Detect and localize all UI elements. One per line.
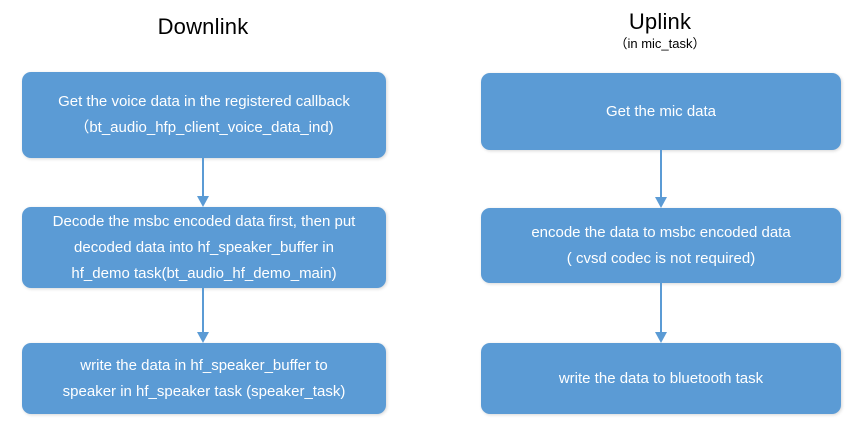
downlink-arrow-2-3	[195, 288, 211, 344]
uplink-step-2-box[interactable]: encode the data to msbc encoded data ( c…	[481, 208, 841, 283]
downlink-arrow-1-2	[195, 158, 211, 208]
uplink-arrow-2-3	[653, 283, 669, 344]
uplink-step-1-box[interactable]: Get the mic data	[481, 73, 841, 150]
uplink-column-subtitle: （in mic_task）	[614, 36, 706, 51]
downlink-step-2-box[interactable]: Decode the msbc encoded data first, then…	[22, 207, 386, 288]
downlink-step-1-box[interactable]: Get the voice data in the registered cal…	[22, 72, 386, 158]
uplink-arrow-1-2	[653, 150, 669, 209]
downlink-step-3-box[interactable]: write the data in hf_speaker_buffer to s…	[22, 343, 386, 414]
downlink-column-title: Downlink	[157, 14, 249, 39]
uplink-step-3-box[interactable]: write the data to bluetooth task	[481, 343, 841, 414]
uplink-step-2-label: encode the data to msbc encoded data ( c…	[531, 223, 791, 267]
downlink-step-3-label: write the data in hf_speaker_buffer to s…	[62, 356, 346, 400]
uplink-step-1-label: Get the mic data	[605, 102, 717, 120]
uplink-step-3-label: write the data to bluetooth task	[558, 369, 764, 387]
uplink-column-title: Uplink	[628, 9, 692, 34]
downlink-step-1-label: Get the voice data in the registered cal…	[58, 93, 350, 136]
downlink-step-2-label: Decode the msbc encoded data first, then…	[52, 212, 356, 282]
